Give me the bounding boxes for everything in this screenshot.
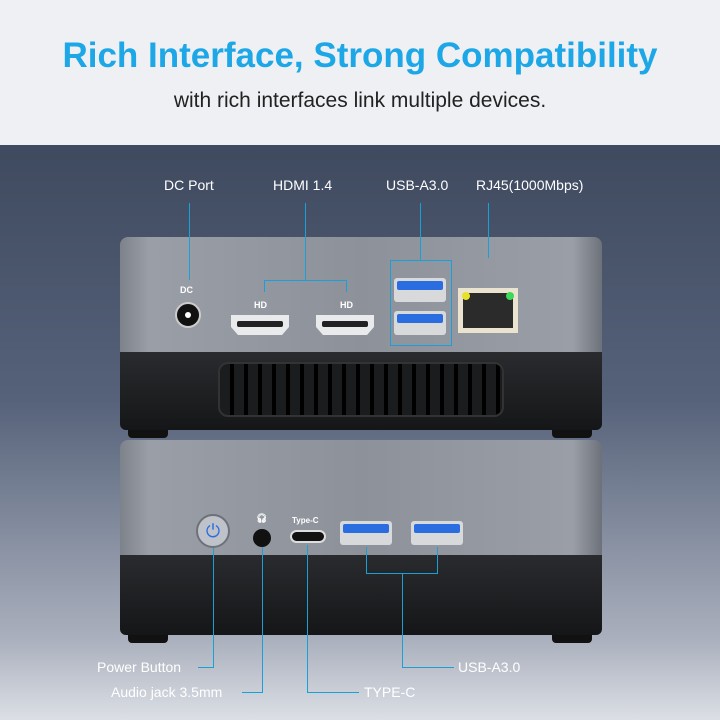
headline: Rich Interface, Strong Compatibility	[62, 36, 658, 75]
audio-jack	[253, 529, 271, 547]
label-audio-jack: Audio jack 3.5mm	[111, 684, 223, 700]
typec-mark: Type-C	[292, 516, 319, 525]
typec-port	[290, 530, 326, 543]
label-typec: TYPE-C	[364, 684, 416, 700]
label-rj45: RJ45(1000Mbps)	[476, 177, 584, 193]
hd-mark: HD	[340, 300, 353, 310]
rj45-port	[458, 288, 518, 333]
dc-mark: DC	[180, 285, 193, 295]
hdmi-port-1	[231, 315, 289, 335]
label-usb-rear: USB-A3.0	[386, 177, 449, 193]
label-dc-port: DC Port	[164, 177, 214, 193]
subheadline: with rich interfaces link multiple devic…	[173, 89, 547, 112]
power-button[interactable]: ⏻	[196, 514, 230, 548]
headphone-icon: 🎧︎	[256, 513, 268, 523]
usb-port-rear-1	[394, 278, 446, 302]
hd-mark: HD	[254, 300, 267, 310]
header-banner: Rich Interface, Strong Compatibility wit…	[0, 0, 720, 145]
usb-port-front-2	[411, 521, 463, 545]
label-usb-front: USB-A3.0	[458, 659, 521, 675]
dc-port	[175, 302, 201, 328]
label-power-button: Power Button	[97, 659, 182, 675]
label-hdmi: HDMI 1.4	[273, 177, 333, 193]
hdmi-port-2	[316, 315, 374, 335]
usb-port-front-1	[340, 521, 392, 545]
vent-grille	[218, 362, 504, 417]
usb-port-rear-2	[394, 311, 446, 335]
